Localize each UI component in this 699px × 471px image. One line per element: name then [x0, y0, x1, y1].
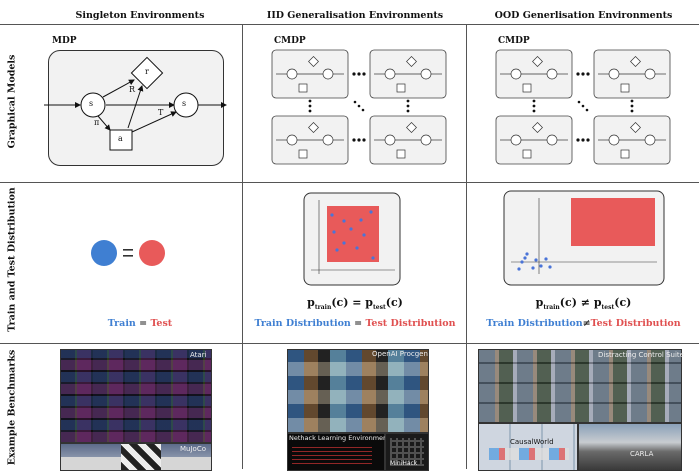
row-label-benchmarks: Example Benchmarks [6, 349, 18, 466]
singleton-circles [91, 240, 165, 266]
row-label-graphical: Graphical Models [6, 54, 18, 149]
divider-col-1 [242, 24, 243, 469]
iid-test-label: Test Distribution [365, 318, 456, 329]
nethack-screenshot [287, 433, 385, 471]
minihack-label: MiniHack [390, 460, 418, 467]
mujoco-screenshot [60, 443, 212, 471]
divider-col-2 [466, 24, 467, 469]
reward-fn-label: R [129, 85, 136, 94]
row-label-distribution: Train and Test Distribution [6, 187, 18, 332]
ood-caption: Train Distribution≠Test Distribution [486, 318, 681, 329]
cmdp-mini-3 [271, 115, 349, 165]
dcs-label: Distracting Control Suite [598, 351, 684, 359]
ood-formula: ptrain(c) ≠ ptest(c) [535, 296, 632, 312]
state-label: s [89, 99, 94, 108]
minihack-screenshot [385, 433, 429, 471]
iid-caption: Train Distribution = Test Distribution [254, 318, 456, 329]
cmdp-title-iid: CMDP [274, 36, 306, 46]
causalworld-label: CausalWorld [510, 438, 554, 446]
carla-label: CARLA [630, 450, 654, 458]
procgen-label: OpenAI Procgen [372, 350, 428, 358]
reward-node [130, 56, 164, 90]
dcs-screenshot [478, 349, 682, 423]
mdp-title: MDP [52, 36, 77, 46]
ellipsis-dots [308, 72, 410, 142]
causalworld-screenshot [478, 423, 578, 471]
cmdp-graph-ood [495, 49, 671, 165]
atari-screenshot [60, 349, 212, 443]
iid-formula: ptrain(c) = ptest(c) [307, 296, 403, 312]
test-circle [139, 240, 165, 266]
header-ood: OOD Generlisation Environments [494, 10, 673, 21]
divider-top [0, 24, 699, 25]
cmdp-mini-1 [271, 49, 349, 99]
cmdp-title-ood: CMDP [498, 36, 530, 46]
singleton-train-label: Train [107, 318, 136, 329]
ood-test-label: Test Distribution [590, 318, 681, 329]
reward-label: r [145, 67, 149, 76]
next-state-node [173, 92, 199, 118]
mujoco-label: MuJoCo [180, 445, 206, 453]
header-singleton: Singleton Environments [75, 10, 205, 21]
policy-label: π [94, 118, 100, 127]
cmdp-mini-4 [369, 115, 447, 165]
action-label: a [118, 134, 123, 143]
transition-label: T [158, 108, 164, 117]
next-state-label: s [182, 99, 187, 108]
ood-dist-plot [503, 190, 665, 286]
cmdp-mini-2 [369, 49, 447, 99]
mdp-graph [44, 56, 227, 151]
train-circle [91, 240, 117, 266]
singleton-test-label: Test [150, 318, 173, 329]
ood-train-label: Train Distribution [486, 318, 583, 329]
action-node [109, 129, 133, 151]
nethack-label: Nethack Learning Environment [289, 434, 390, 442]
iid-dist-plot [303, 192, 401, 286]
neq-symbol: ≠ [580, 296, 590, 309]
header-iid: IID Generalisation Environments [266, 10, 444, 21]
procgen-screenshot [287, 349, 429, 433]
atari-label: Atari [190, 351, 207, 359]
singleton-caption: Train = Test [107, 318, 173, 329]
state-node [80, 92, 106, 118]
divider-row-2 [0, 343, 699, 344]
iid-train-label: Train Distribution [254, 318, 351, 329]
cmdp-graph-iid [271, 49, 447, 165]
mdp-labels: s s r a π R T [30, 52, 240, 162]
divider-row-1 [0, 182, 699, 183]
carla-screenshot [578, 423, 682, 471]
